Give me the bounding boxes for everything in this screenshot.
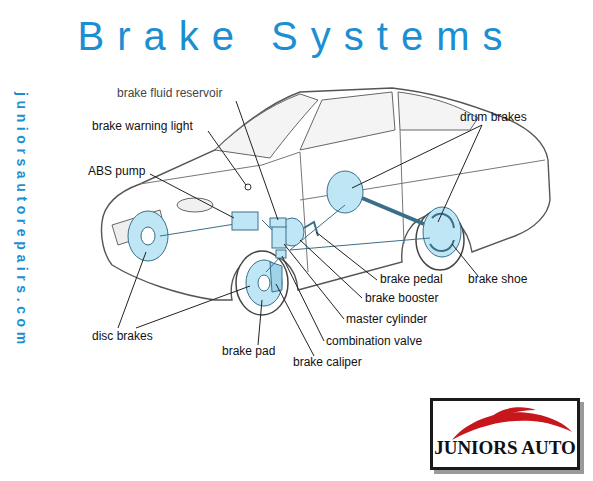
part-label: disc brakes	[92, 329, 153, 343]
leader-line	[136, 286, 250, 328]
part-label: brake shoe	[468, 272, 527, 286]
part-label: brake warning light	[92, 119, 193, 133]
logo-text: JUNIORS AUTO	[433, 437, 577, 459]
brake-line	[160, 205, 430, 272]
leader-line	[150, 174, 234, 218]
part-label: ABS pump	[88, 164, 145, 178]
leader-line	[438, 125, 482, 222]
leader-line	[316, 232, 377, 280]
logo-car-swoosh	[490, 407, 536, 420]
master-cylinder-part	[272, 226, 286, 248]
part-label: brake pedal	[380, 272, 443, 286]
driveshaft	[362, 198, 424, 224]
part-label: brake caliper	[293, 355, 362, 369]
leader-line	[352, 125, 482, 188]
drum-brake-part	[423, 207, 461, 257]
leader-line	[236, 101, 278, 220]
leader-line	[208, 131, 246, 185]
leader-line	[282, 256, 324, 341]
disc-brake-part	[246, 260, 282, 306]
part-label: master cylinder	[346, 312, 427, 326]
brake-shoe-part	[430, 214, 454, 251]
brake-pedal-part	[304, 222, 318, 236]
part-label: brake booster	[365, 291, 438, 305]
part-label: drum brakes	[460, 110, 527, 124]
disc-brake-part	[258, 275, 270, 291]
headlight	[177, 198, 213, 212]
combination-valve-part	[276, 250, 286, 258]
leader-line	[276, 284, 314, 356]
part-label: brake fluid reservoir	[117, 86, 222, 100]
leader-line	[118, 252, 146, 328]
leader-line	[284, 244, 344, 319]
leader-lines	[118, 101, 482, 356]
disc-brake-part	[141, 227, 155, 245]
hood-line	[140, 152, 300, 184]
logo-box: JUNIORS AUTO	[430, 398, 580, 470]
logo-car-swoosh	[452, 412, 572, 440]
abs-pump-part	[232, 212, 258, 230]
leader-line	[452, 244, 478, 276]
leader-line	[258, 300, 262, 345]
part-label: combination valve	[326, 334, 422, 348]
drum-brake-part	[327, 171, 363, 213]
leader-line	[300, 240, 362, 298]
side-window	[300, 92, 395, 150]
watermark-text: juniorsautorepairs.com	[14, 92, 30, 349]
part-label: brake pad	[222, 344, 275, 358]
door-line	[300, 130, 545, 272]
diagram-title: Brake Systems	[0, 14, 593, 59]
